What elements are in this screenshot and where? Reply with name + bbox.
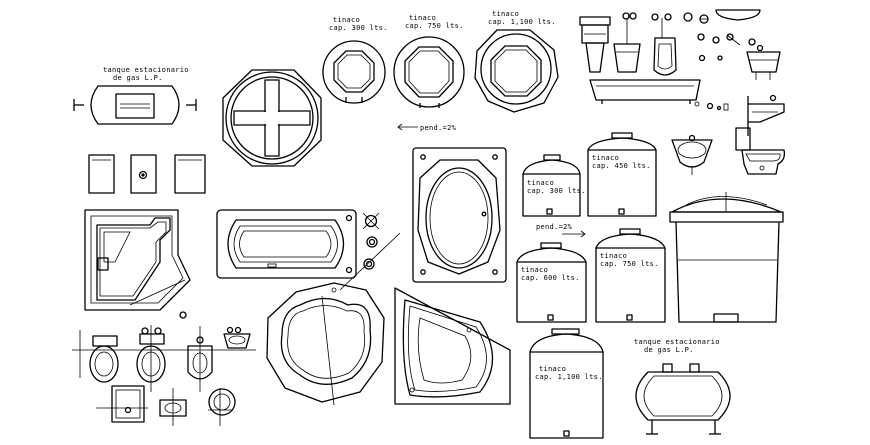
elev-450-label-1: tinaco xyxy=(592,154,619,162)
elev-300-label-1: tinaco xyxy=(527,179,554,187)
large-cistern-elevation xyxy=(669,192,784,323)
tinaco-1100-label-1: tinaco xyxy=(492,10,519,18)
bottom-left-fixture-plans xyxy=(72,325,256,426)
corner-bathtub-left xyxy=(84,209,191,319)
tinaco-750-elevation: tinaco cap. 750 lts. xyxy=(595,228,666,323)
lp-gas-tank-elevation-bottom: tanque estacionario de gas L.P. xyxy=(634,338,731,435)
rectangular-bathtub xyxy=(216,209,357,279)
tinaco-300-label-1: tinaco xyxy=(333,16,360,24)
tinaco-1100-elevation: tinaco cap. 1,100 lts. xyxy=(529,328,604,439)
slope-note-mid: pend.=2% xyxy=(536,223,586,238)
elev-1100-label-1: tinaco xyxy=(539,365,566,373)
jacuzzi-polygon xyxy=(266,282,385,406)
corner-bathtub-bottom xyxy=(394,287,511,405)
tinaco-750-label-1: tinaco xyxy=(409,14,436,22)
round-cistern-plan xyxy=(222,69,322,167)
tinaco-300-label-2: cap. 300 lts. xyxy=(329,24,388,32)
lp-tank-top-label-1: tanque estacionario xyxy=(103,66,189,74)
fixture-urinal-elevation xyxy=(651,12,693,76)
tinaco-600-elevation: tinaco cap. 600 lts. xyxy=(516,242,587,323)
elev-750-label-2: cap. 750 lts. xyxy=(600,260,659,268)
tinaco-1100-label-2: cap. 1,100 lts. xyxy=(488,18,556,26)
elev-750-label-1: tinaco xyxy=(600,252,627,260)
tinaco-450-elevation: tinaco cap. 450 lts. xyxy=(587,132,657,217)
fixture-toilet-side-elevation xyxy=(735,127,786,175)
tinaco-750-label-2: cap. 750 lts. xyxy=(405,22,464,30)
tinaco-300-plan: tinaco cap. 300 lts. xyxy=(322,16,388,104)
lp-tank-bottom-label-2: de gas L.P. xyxy=(644,346,694,354)
lp-tank-bottom-label-1: tanque estacionario xyxy=(634,338,720,346)
fixture-wall-lavatory-elevation xyxy=(706,94,785,136)
slope-note-top: pend.=2% xyxy=(397,123,457,132)
fixture-toilet-tank-elevation xyxy=(579,16,611,73)
fixture-valve-small-icons xyxy=(697,9,761,62)
tinaco-1100-plan: tinaco cap. 1,100 lts. xyxy=(474,10,559,113)
fixture-lavatory-side xyxy=(746,38,781,80)
fixture-washbasin-plan xyxy=(671,134,713,175)
lp-tank-top-label-2: de gas L.P. xyxy=(113,74,163,82)
fixture-bidet-elevation xyxy=(613,12,641,73)
lp-gas-tank-plan-top: tanque estacionario de gas L.P. xyxy=(73,66,197,125)
pend-mid-label: pend.=2% xyxy=(536,223,573,231)
fixture-bathtub-elevation xyxy=(589,79,701,107)
elev-1100-label-2: cap. 1,100 lts. xyxy=(535,373,603,381)
oval-bathtub-rectangle xyxy=(412,147,507,283)
tub-valve-symbols xyxy=(339,212,401,291)
pend-top-label: pend.=2% xyxy=(420,124,457,132)
cabinet-plans xyxy=(88,154,206,194)
tinaco-300-elevation: tinaco cap. 300 lts. xyxy=(522,154,586,217)
elev-300-label-2: cap. 300 lts. xyxy=(527,187,586,195)
tinaco-750-plan: tinaco cap. 750 lts. xyxy=(393,14,465,108)
elev-600-label-1: tinaco xyxy=(521,266,548,274)
elev-450-label-2: cap. 450 lts. xyxy=(592,162,651,170)
elev-600-label-2: cap. 600 lts. xyxy=(521,274,580,282)
